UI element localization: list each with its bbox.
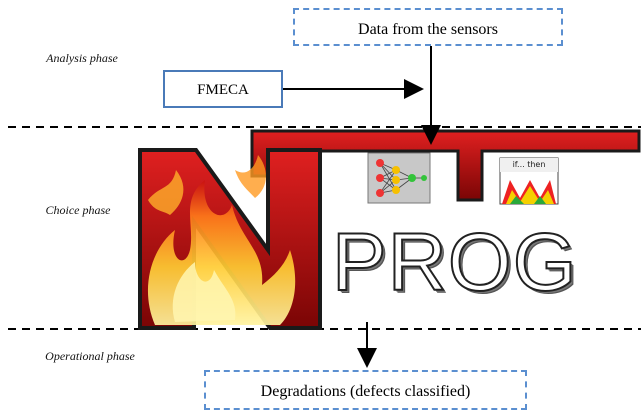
flame-graphic	[147, 155, 296, 325]
rule-icon-text: if... then	[512, 160, 546, 169]
fmeca-box: FMECA	[163, 70, 283, 108]
choice-phase-label: Choice phase	[28, 202, 128, 218]
choice-phase-text: Choice phase	[45, 203, 111, 217]
logo-prog-word: PROG	[331, 221, 577, 305]
fmeca-label: FMECA	[197, 82, 249, 98]
sensors-label: Data from the sensors	[358, 21, 498, 38]
rule-icon-caption: if... then	[500, 159, 558, 170]
prog-text: PROG	[331, 217, 578, 308]
analysis-phase-label: Analysis phase	[42, 50, 122, 66]
fuzzy-rules-icon	[499, 157, 559, 205]
operational-phase-label: Operational phase	[30, 348, 150, 364]
analysis-phase-text: Analysis phase	[46, 51, 118, 65]
degradations-label: Degradations (defects classified)	[260, 383, 471, 400]
neural-network-icon	[367, 152, 431, 204]
operational-phase-text: Operational phase	[45, 349, 135, 363]
sensors-box: Data from the sensors	[293, 8, 563, 46]
